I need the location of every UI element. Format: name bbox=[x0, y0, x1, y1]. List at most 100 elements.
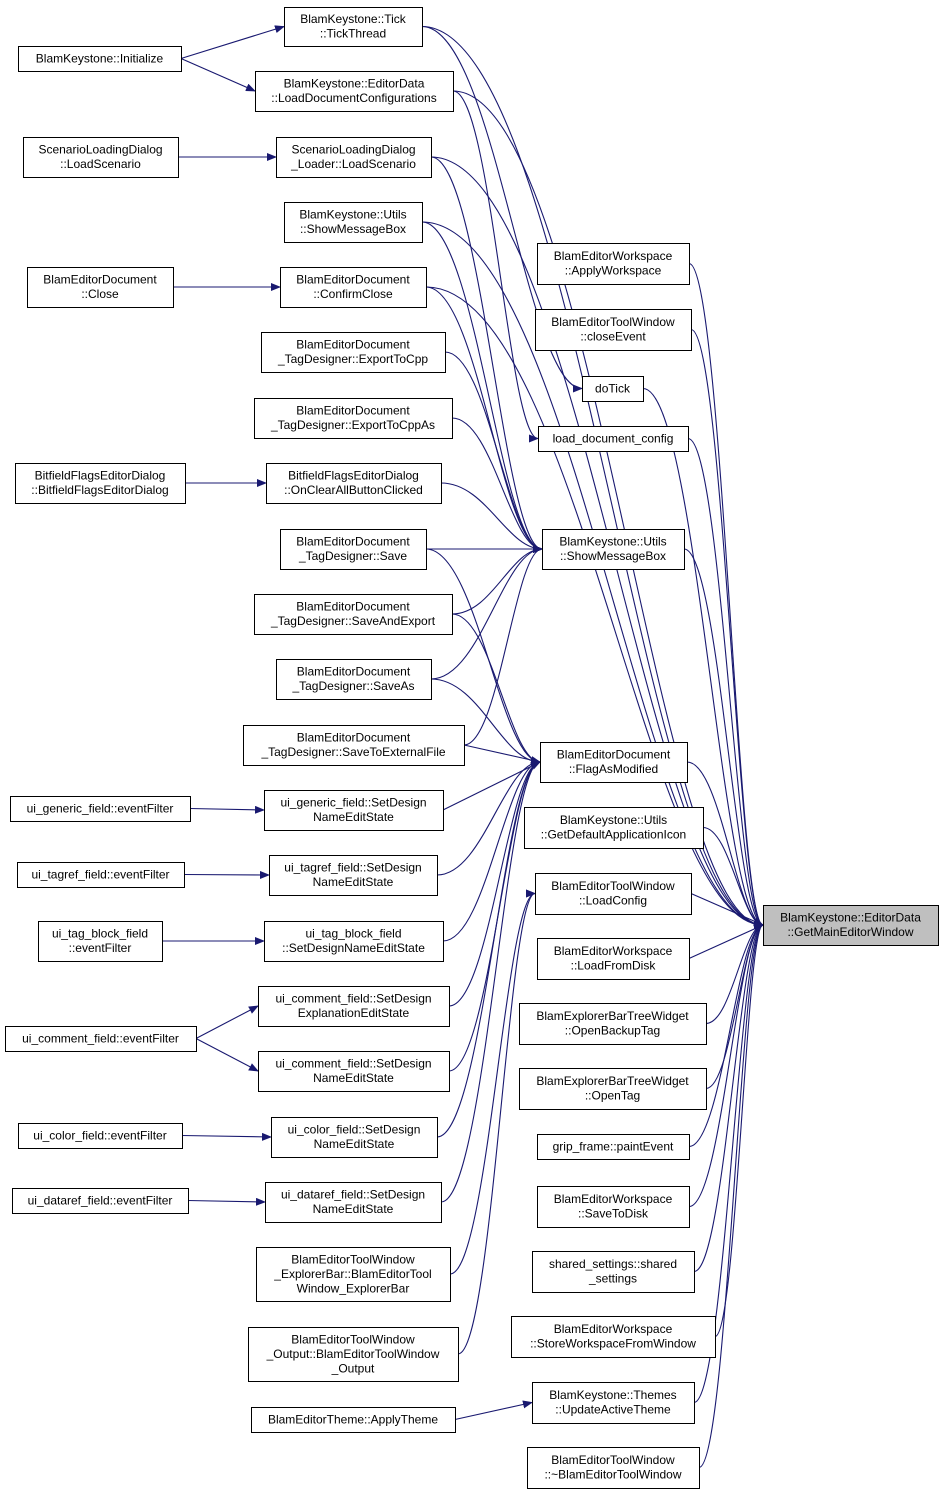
node-label-line: BlamKeystone::Tick bbox=[300, 12, 407, 26]
node-box bbox=[524, 807, 704, 849]
node-label-line: BlamEditorTheme::ApplyTheme bbox=[268, 1412, 438, 1426]
node-label-line: BlamEditorToolWindow bbox=[291, 1252, 415, 1266]
node-tw-close[interactable]: BlamEditorToolWindow::closeEvent bbox=[535, 309, 692, 351]
node-themes[interactable]: BlamKeystone::Themes::UpdateActiveTheme bbox=[532, 1382, 695, 1424]
node-label-line: _settings bbox=[588, 1272, 637, 1286]
node-flag[interactable]: BlamEditorDocument::FlagAsModified bbox=[540, 742, 688, 783]
node-theme-apply[interactable]: BlamEditorTheme::ApplyTheme bbox=[251, 1407, 456, 1433]
node-utils-smb[interactable]: BlamKeystone::Utils::ShowMessageBox bbox=[542, 529, 685, 570]
node-tagref-ef[interactable]: ui_tagref_field::eventFilter bbox=[17, 862, 185, 888]
node-doc-close[interactable]: BlamEditorDocument::Close bbox=[27, 267, 174, 308]
node-label-line: ::GetMainEditorWindow bbox=[787, 925, 913, 939]
node-etw-backup[interactable]: BlamExplorerBarTreeWidget::OpenBackupTag bbox=[519, 1003, 707, 1045]
node-td-saveas[interactable]: BlamEditorDocument_TagDesigner::SaveAs bbox=[276, 659, 432, 700]
node-label-line: ::closeEvent bbox=[580, 330, 646, 344]
node-box bbox=[537, 243, 690, 285]
node-gen-ef[interactable]: ui_generic_field::eventFilter bbox=[10, 796, 191, 822]
node-label-line: NameEditState bbox=[314, 1137, 395, 1151]
node-bf-clear[interactable]: BitfieldFlagsEditorDialog::OnClearAllBut… bbox=[266, 463, 442, 504]
edge-tagref_ef-to-tagref_sd bbox=[183, 870, 270, 879]
node-td-cppas[interactable]: BlamEditorDocument_TagDesigner::ExportTo… bbox=[254, 398, 453, 439]
node-tb-sd[interactable]: ui_tag_block_field::SetDesignNameEditSta… bbox=[264, 921, 444, 962]
node-label-line: grip_frame::paintEvent bbox=[553, 1139, 674, 1153]
node-loadcfg[interactable]: load_document_config bbox=[538, 426, 689, 452]
node-dr-ef[interactable]: ui_dataref_field::eventFilter bbox=[12, 1188, 189, 1214]
edge-dr_ef-to-dr_sd bbox=[187, 1197, 266, 1206]
node-tb-ef[interactable]: ui_tag_block_field::eventFilter bbox=[38, 921, 163, 962]
node-ws-store[interactable]: BlamEditorWorkspace::StoreWorkspaceFromW… bbox=[511, 1316, 716, 1358]
node-label-line: ui_comment_field::SetDesign bbox=[275, 1057, 431, 1071]
node-label-line: ::eventFilter bbox=[69, 941, 132, 955]
node-tw-output[interactable]: BlamEditorToolWindow_Output::BlamEditorT… bbox=[248, 1327, 459, 1382]
node-box bbox=[511, 1316, 716, 1358]
node-box bbox=[12, 1188, 189, 1214]
node-cm-sde[interactable]: ui_comment_field::SetDesignExplanationEd… bbox=[258, 986, 450, 1027]
node-label-line: _TagDesigner::ExportToCpp bbox=[277, 352, 428, 366]
node-sldl-load[interactable]: ScenarioLoadingDialog_Loader::LoadScenar… bbox=[276, 137, 432, 178]
node-td-saveexp[interactable]: BlamEditorDocument_TagDesigner::SaveAndE… bbox=[254, 594, 453, 635]
node-label-line: ui_color_field::eventFilter bbox=[33, 1128, 166, 1142]
node-label-line: _TagDesigner::ExportToCppAs bbox=[270, 418, 435, 432]
node-box bbox=[248, 1327, 459, 1382]
node-label-line: doTick bbox=[595, 381, 631, 395]
node-td-saveext[interactable]: BlamEditorDocument_TagDesigner::SaveToEx… bbox=[243, 725, 465, 766]
edge-tw_close-to-target bbox=[690, 328, 764, 929]
node-etw-open[interactable]: BlamExplorerBarTreeWidget::OpenTag bbox=[519, 1068, 707, 1110]
node-ws-loaddisk[interactable]: BlamEditorWorkspace::LoadFromDisk bbox=[537, 938, 690, 980]
node-label-line: BlamEditorDocument bbox=[296, 273, 410, 287]
node-col-sd[interactable]: ui_color_field::SetDesignNameEditState bbox=[271, 1117, 438, 1158]
node-target[interactable]: BlamKeystone::EditorData::GetMainEditorW… bbox=[763, 905, 939, 946]
node-box bbox=[519, 1003, 707, 1045]
node-box bbox=[251, 1407, 456, 1433]
node-dr-sd[interactable]: ui_dataref_field::SetDesignNameEditState bbox=[265, 1182, 442, 1223]
node-tw-explorer[interactable]: BlamEditorToolWindow_ExplorerBar::BlamEd… bbox=[256, 1247, 451, 1302]
node-box bbox=[284, 7, 423, 47]
node-tw-loadcfg[interactable]: BlamEditorToolWindow::LoadConfig bbox=[535, 873, 692, 915]
node-grip[interactable]: grip_frame::paintEvent bbox=[537, 1134, 690, 1160]
node-doc-confirm[interactable]: BlamEditorDocument::ConfirmClose bbox=[280, 267, 427, 308]
node-box bbox=[10, 796, 191, 822]
edge-theme_apply-to-themes bbox=[454, 1400, 533, 1421]
node-box bbox=[15, 463, 186, 504]
edge-td_saveexp-to-utils_smb bbox=[451, 545, 543, 615]
node-box bbox=[256, 1247, 451, 1302]
node-label-line: ::ShowMessageBox bbox=[300, 222, 406, 236]
node-label-line: shared_settings::shared bbox=[549, 1257, 677, 1271]
node-loaddoc[interactable]: BlamKeystone::EditorData::LoadDocumentCo… bbox=[255, 71, 454, 112]
edge-dr_sd-to-flag bbox=[440, 758, 541, 1203]
node-label-line: ::StoreWorkspaceFromWindow bbox=[530, 1337, 696, 1351]
edge-grip-to-target bbox=[688, 921, 764, 1148]
node-utils-smb-top[interactable]: BlamKeystone::Utils::ShowMessageBox bbox=[284, 202, 423, 243]
edge-td_saveext-to-utils_smb bbox=[463, 545, 543, 746]
node-label-line: ::SaveToDisk bbox=[578, 1207, 649, 1221]
node-bf-dialog[interactable]: BitfieldFlagsEditorDialog::BitfieldFlags… bbox=[15, 463, 186, 504]
node-box bbox=[538, 426, 689, 452]
node-dotick[interactable]: doTick bbox=[582, 376, 644, 402]
node-sld-load[interactable]: ScenarioLoadingDialog::LoadScenario bbox=[23, 137, 179, 178]
edge-tick-to-target bbox=[421, 25, 764, 929]
node-ws-savedisk[interactable]: BlamEditorWorkspace::SaveToDisk bbox=[537, 1186, 690, 1228]
node-label-line: ui_tagref_field::eventFilter bbox=[31, 867, 169, 881]
node-gen-sd[interactable]: ui_generic_field::SetDesignNameEditState bbox=[264, 790, 444, 831]
node-label-line: _TagDesigner::SaveAs bbox=[291, 679, 414, 693]
node-icon[interactable]: BlamKeystone::Utils::GetDefaultApplicati… bbox=[524, 807, 704, 849]
node-box bbox=[258, 1051, 450, 1092]
node-tagref-sd[interactable]: ui_tagref_field::SetDesignNameEditState bbox=[269, 855, 438, 896]
node-init[interactable]: BlamKeystone::Initialize bbox=[18, 46, 182, 72]
node-label-line: ::LoadScenario bbox=[60, 157, 141, 171]
node-td-save[interactable]: BlamEditorDocument_TagDesigner::Save bbox=[280, 529, 427, 570]
node-label-line: NameEditState bbox=[313, 1202, 394, 1216]
node-ws-apply[interactable]: BlamEditorWorkspace::ApplyWorkspace bbox=[537, 243, 690, 285]
node-col-ef[interactable]: ui_color_field::eventFilter bbox=[18, 1123, 183, 1149]
edge-tagref_sd-to-flag bbox=[436, 758, 541, 876]
node-tick[interactable]: BlamKeystone::Tick::TickThread bbox=[284, 7, 423, 47]
node-cm-sdn[interactable]: ui_comment_field::SetDesignNameEditState bbox=[258, 1051, 450, 1092]
node-shared[interactable]: shared_settings::shared_settings bbox=[532, 1251, 695, 1293]
node-td-cpp[interactable]: BlamEditorDocument_TagDesigner::ExportTo… bbox=[261, 332, 446, 373]
node-label-line: BlamExplorerBarTreeWidget bbox=[536, 1074, 689, 1088]
node-box bbox=[18, 1123, 183, 1149]
node-label-line: ::LoadConfig bbox=[579, 894, 647, 908]
node-label-line: BlamKeystone::EditorData bbox=[780, 911, 921, 925]
node-cm-ef[interactable]: ui_comment_field::eventFilter bbox=[5, 1026, 197, 1052]
node-tw-dtor[interactable]: BlamEditorToolWindow::~BlamEditorToolWin… bbox=[527, 1447, 700, 1489]
